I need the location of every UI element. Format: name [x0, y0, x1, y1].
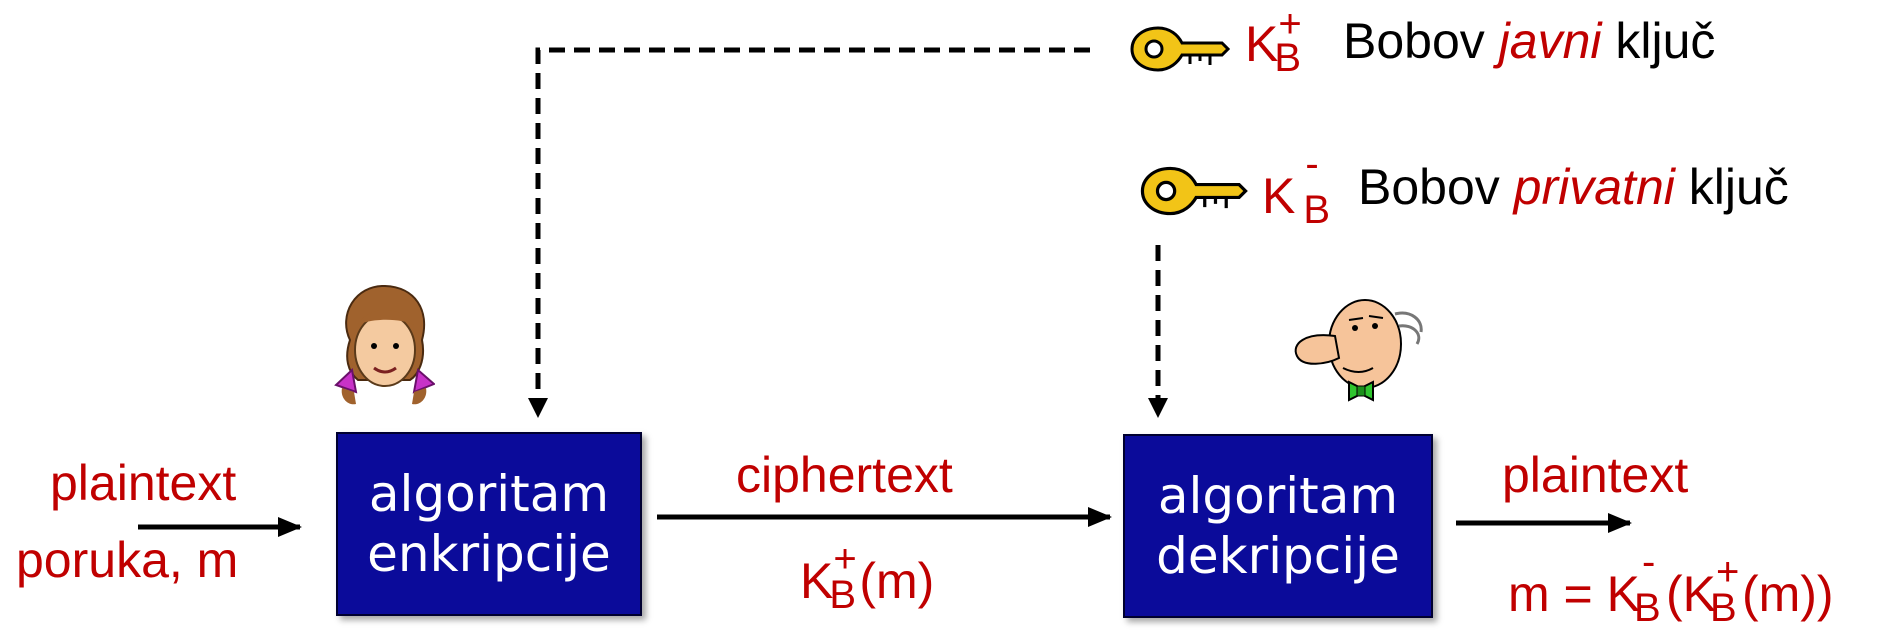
- ciphertext-label: ciphertext: [736, 447, 953, 503]
- output-plaintext-label: plaintext: [1502, 447, 1689, 503]
- key-icon: [1130, 26, 1230, 72]
- private-key-label: Bobov privatni ključ: [1358, 159, 1789, 215]
- encryption-box-line2: enkripcije: [367, 525, 611, 583]
- private-key-arrowhead: [1148, 398, 1168, 418]
- public-key-label: Bobov javni ključ: [1343, 13, 1716, 69]
- ciphertext-formula: K+B(m): [800, 537, 935, 617]
- bob-face-icon: [1294, 299, 1423, 402]
- public-key-symbol: K+B: [1245, 2, 1302, 80]
- public-key-arrowhead: [528, 398, 548, 418]
- alice-face-icon: [334, 284, 435, 405]
- input-message-label: poruka, m: [16, 532, 239, 588]
- output-formula: m = K-B(K+B(m)): [1508, 540, 1834, 630]
- decryption-algorithm-box: algoritam dekripcije: [1123, 434, 1433, 618]
- decryption-box-line2: dekripcije: [1156, 527, 1400, 585]
- input-plaintext-label: plaintext: [50, 455, 237, 511]
- key-icon: [1140, 166, 1248, 216]
- encryption-box-line1: algoritam: [368, 465, 610, 523]
- decryption-box-line1: algoritam: [1157, 467, 1399, 525]
- public-key-dashed-path: [535, 47, 1090, 405]
- encryption-algorithm-box: algoritam enkripcije: [336, 432, 642, 616]
- private-key-symbol: K-B: [1262, 142, 1331, 232]
